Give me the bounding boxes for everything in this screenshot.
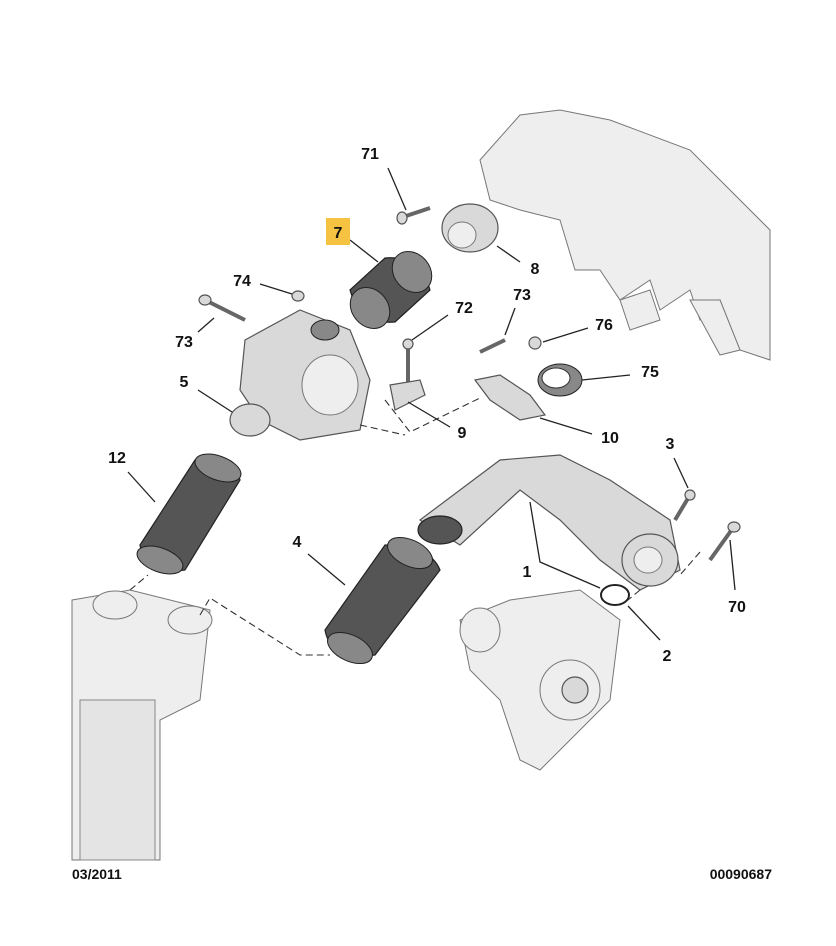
bolt-73-right (479, 338, 506, 354)
leader-lines (127, 167, 736, 641)
callout-76[interactable]: 76 (595, 317, 613, 334)
bracket-10 (473, 374, 547, 421)
bolt-70 (708, 521, 741, 562)
diagram-reference: 00090687 (710, 866, 773, 882)
o-ring-2 (600, 584, 630, 606)
callout-70[interactable]: 70 (728, 599, 746, 616)
callout-2[interactable]: 2 (663, 648, 672, 665)
bolt-3 (673, 489, 696, 522)
flange-8 (441, 203, 499, 253)
callout-75[interactable]: 75 (641, 364, 659, 381)
pipe-1 (417, 454, 681, 591)
callout-74[interactable]: 74 (233, 273, 251, 290)
diagram-date: 03/2011 (72, 866, 122, 882)
callout-1[interactable]: 1 (523, 564, 532, 581)
hose-4 (324, 536, 441, 665)
callout-4[interactable]: 4 (293, 534, 302, 551)
bolt-72 (402, 338, 414, 385)
callout-72[interactable]: 72 (455, 300, 473, 317)
throttle-body-5 (229, 309, 371, 441)
intake-manifold (479, 109, 771, 361)
callout-73-left[interactable]: 73 (175, 334, 193, 351)
highlight-box (326, 218, 350, 245)
callout-10[interactable]: 10 (601, 430, 619, 447)
clamp-75 (537, 363, 583, 397)
callout-71[interactable]: 71 (361, 146, 379, 163)
turbocharger (459, 589, 621, 771)
bracket-9 (389, 379, 426, 411)
hose-12 (136, 453, 242, 575)
callout-73-right[interactable]: 73 (513, 287, 531, 304)
bolt-71 (396, 206, 431, 225)
callout-12[interactable]: 12 (108, 450, 126, 467)
callout-5[interactable]: 5 (180, 374, 189, 391)
callout-7[interactable]: 7 (334, 225, 343, 242)
callout-8[interactable]: 8 (531, 261, 540, 278)
bolt-76 (528, 336, 542, 350)
callout-9[interactable]: 9 (458, 425, 467, 442)
callout-3[interactable]: 3 (666, 436, 675, 453)
intercooler (71, 589, 213, 861)
hose-7 (349, 251, 433, 329)
nut-74 (291, 290, 305, 302)
bolt-73-left (198, 294, 246, 322)
